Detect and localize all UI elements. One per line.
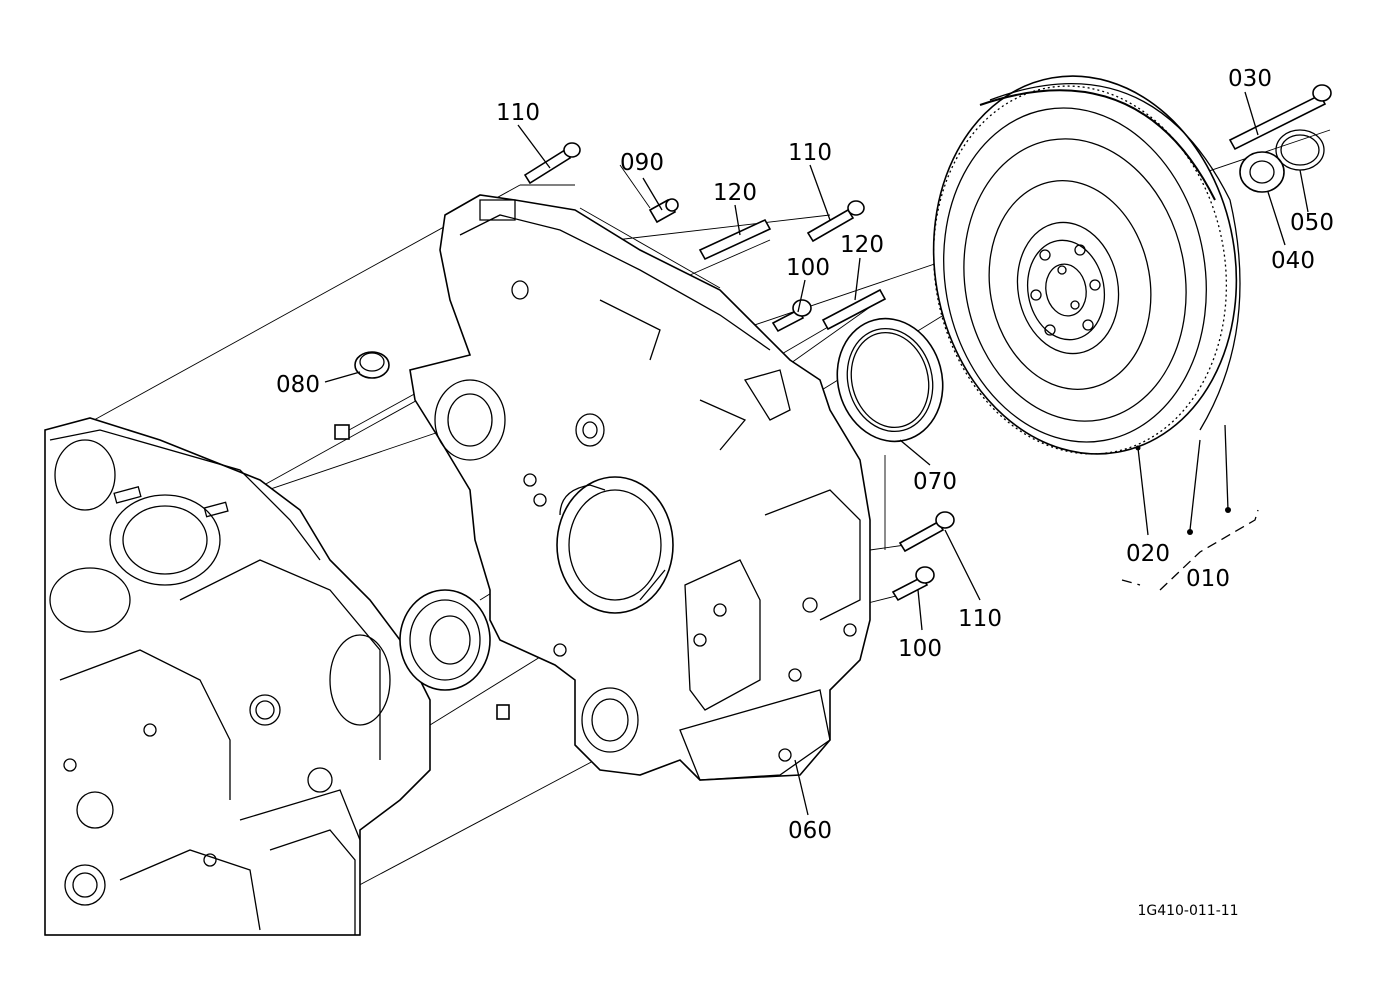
callout-020: 020 xyxy=(1126,541,1170,567)
engine-block xyxy=(44,417,491,936)
flywheel-020 xyxy=(932,75,1241,455)
callout-090: 090 xyxy=(620,150,664,176)
callout-050: 050 xyxy=(1290,210,1334,236)
bolt-110-top xyxy=(523,142,581,185)
drawing-code: 1G410-011-11 xyxy=(1137,903,1238,919)
callout-100-top: 100 xyxy=(786,255,830,281)
callout-labels: 110 090 120 110 100 120 080 070 030 050 … xyxy=(276,66,1334,844)
stud-120-right xyxy=(821,288,887,331)
seal-080 xyxy=(354,351,390,379)
bolt-100-top xyxy=(771,299,812,333)
callout-120-right: 120 xyxy=(840,232,884,258)
callout-120-left: 120 xyxy=(713,180,757,206)
bolt-030 xyxy=(1228,84,1332,151)
callout-100-bottom: 100 xyxy=(898,636,942,662)
callout-060: 060 xyxy=(788,818,832,844)
stud-120-left xyxy=(698,218,772,261)
bolt-110-mid xyxy=(806,200,865,243)
callout-110-bottom: 110 xyxy=(958,606,1002,632)
callout-080: 080 xyxy=(276,372,320,398)
leader-lines xyxy=(324,91,1309,816)
bolt-110-bottom xyxy=(898,511,955,553)
bolt-100-bottom xyxy=(891,566,935,602)
bearing-040 xyxy=(1239,151,1285,193)
callout-110-top: 110 xyxy=(496,100,540,126)
callout-040: 040 xyxy=(1271,248,1315,274)
snap-ring-050 xyxy=(1275,129,1325,171)
dowel-pins xyxy=(334,424,510,720)
callout-030: 030 xyxy=(1228,66,1272,92)
plug-090 xyxy=(648,198,679,224)
callout-010: 010 xyxy=(1186,566,1230,592)
oil-seal-070 xyxy=(836,317,944,443)
gear-case xyxy=(409,194,871,781)
callout-110-mid: 110 xyxy=(788,140,832,166)
callout-070: 070 xyxy=(913,469,957,495)
